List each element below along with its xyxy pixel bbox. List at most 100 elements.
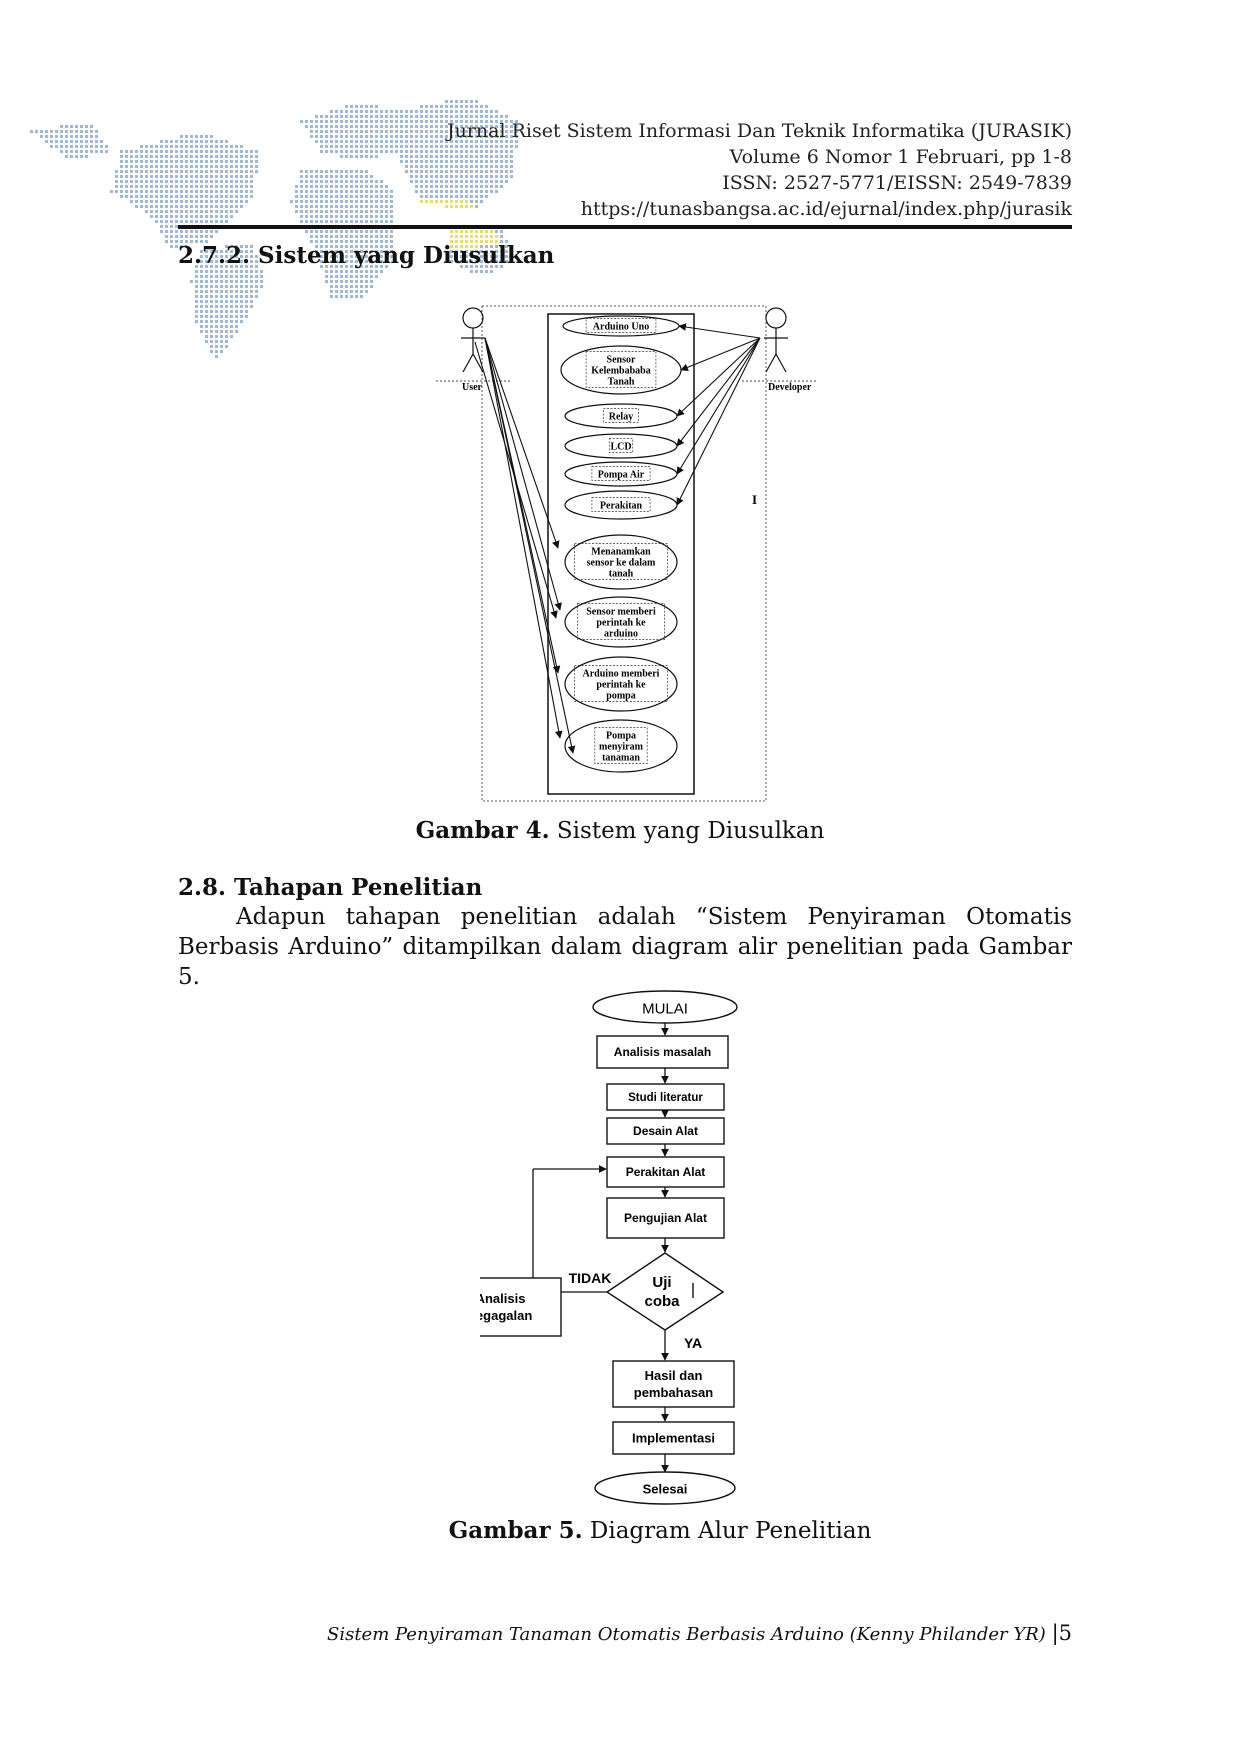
map-dot (460, 140, 463, 143)
map-dot (455, 125, 458, 128)
map-dot (465, 160, 468, 163)
map-dot (230, 325, 233, 328)
map-dot (195, 230, 198, 233)
map-dot (255, 260, 258, 263)
map-dot (215, 205, 218, 208)
map-dot (255, 255, 258, 258)
map-dot (155, 190, 158, 193)
map-dot (355, 280, 358, 283)
map-dot (250, 155, 253, 158)
map-dot (320, 120, 323, 123)
map-dot (475, 240, 478, 243)
map-dot (480, 240, 483, 243)
map-dot (475, 165, 478, 168)
map-dot (350, 170, 353, 173)
map-dot (215, 325, 218, 328)
map-dot (350, 120, 353, 123)
map-dot (205, 320, 208, 323)
journal-url[interactable]: https://tunasbangsa.ac.id/ejurnal/index.… (580, 198, 1072, 220)
map-dot (325, 230, 328, 233)
map-dot (435, 175, 438, 178)
map-dot (155, 155, 158, 158)
map-dot (435, 190, 438, 193)
map-dot (205, 230, 208, 233)
map-dot (315, 200, 318, 203)
map-dot (195, 195, 198, 198)
map-dot (505, 115, 508, 118)
map-dot (470, 240, 473, 243)
map-dot (165, 230, 168, 233)
map-dot (225, 320, 228, 323)
map-dot (85, 135, 88, 138)
map-dot (200, 140, 203, 143)
map-dot (455, 150, 458, 153)
map-dot (390, 140, 393, 143)
map-dot (260, 270, 263, 273)
map-dot (515, 140, 518, 143)
map-dot (475, 110, 478, 113)
map-dot (495, 115, 498, 118)
map-dot (435, 105, 438, 108)
map-dot (210, 295, 213, 298)
map-dot (455, 195, 458, 198)
map-dot (320, 130, 323, 133)
map-dot (230, 305, 233, 308)
map-dot (455, 185, 458, 188)
map-dot (465, 250, 468, 253)
map-dot (230, 245, 233, 248)
map-dot (250, 275, 253, 278)
map-dot (340, 185, 343, 188)
map-dot (250, 260, 253, 263)
map-dot (205, 145, 208, 148)
map-dot (410, 145, 413, 148)
map-dot (490, 155, 493, 158)
map-dot (190, 150, 193, 153)
map-dot (225, 260, 228, 263)
map-dot (195, 290, 198, 293)
map-dot (225, 255, 228, 258)
map-dot (355, 215, 358, 218)
map-dot (240, 195, 243, 198)
map-dot (210, 160, 213, 163)
map-dot (475, 245, 478, 248)
map-dot (130, 155, 133, 158)
map-dot (295, 210, 298, 213)
map-dot (220, 305, 223, 308)
map-dot (505, 250, 508, 253)
map-dot (330, 170, 333, 173)
map-dot (470, 100, 473, 103)
map-dot (410, 165, 413, 168)
map-dot (180, 185, 183, 188)
map-dot (405, 140, 408, 143)
map-dot (390, 110, 393, 113)
map-dot (420, 105, 423, 108)
map-dot (420, 195, 423, 198)
map-dot (80, 155, 83, 158)
map-dot (455, 190, 458, 193)
map-dot (225, 285, 228, 288)
map-dot (225, 280, 228, 283)
map-dot (390, 120, 393, 123)
map-dot (225, 295, 228, 298)
map-dot (500, 250, 503, 253)
map-dot (250, 180, 253, 183)
map-dot (445, 160, 448, 163)
map-dot (480, 135, 483, 138)
map-dot (140, 190, 143, 193)
map-dot (320, 190, 323, 193)
map-dot (415, 165, 418, 168)
map-dot (420, 180, 423, 183)
map-dot (365, 120, 368, 123)
map-dot (210, 205, 213, 208)
map-dot (230, 265, 233, 268)
map-dot (385, 145, 388, 148)
figure-4-text: Sistem yang Diusulkan (549, 818, 825, 844)
map-dot (340, 280, 343, 283)
map-dot (425, 165, 428, 168)
map-dot (420, 185, 423, 188)
map-dot (440, 175, 443, 178)
map-dot (185, 190, 188, 193)
map-dot (500, 120, 503, 123)
map-dot (230, 175, 233, 178)
